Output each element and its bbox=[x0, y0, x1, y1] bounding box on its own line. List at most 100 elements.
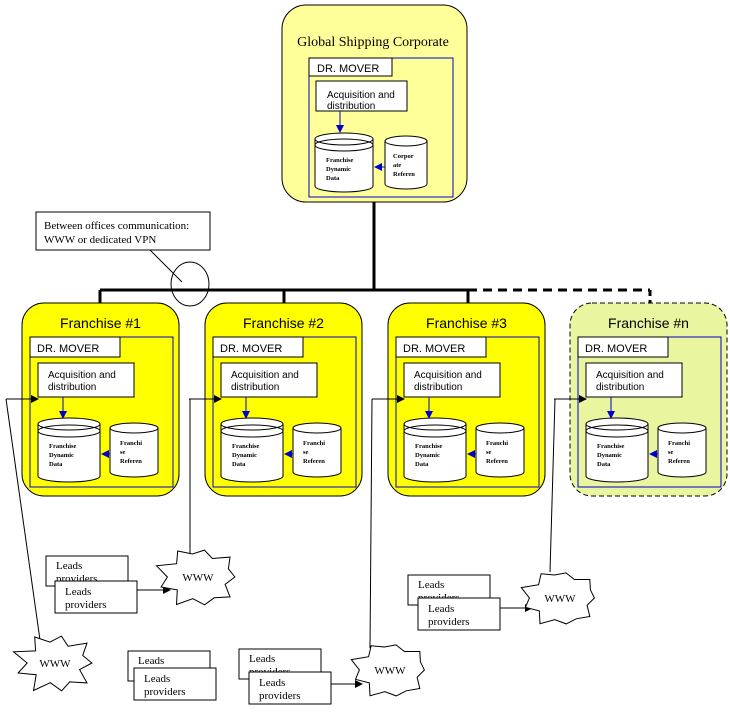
franchise-acq-line2: distribution bbox=[414, 382, 462, 393]
franchise-acq-line2: distribution bbox=[231, 382, 279, 393]
www-label: WWW bbox=[374, 665, 406, 677]
www-label: WWW bbox=[544, 593, 576, 605]
franchise-dynamic-db-icon bbox=[37, 417, 101, 483]
franchise-ref-db-text: Franchi bbox=[668, 440, 690, 447]
franchise-dynamic-db-text: Franchise bbox=[597, 443, 625, 450]
www-burst-3: WWW bbox=[350, 644, 426, 697]
franchise-dr-mover-tab bbox=[212, 336, 304, 358]
franchise-dynamic-db-text: Dynamic bbox=[232, 452, 257, 459]
franchise-ref-db-text: se bbox=[303, 449, 309, 456]
corporate-acq-line1: Acquisition and bbox=[327, 90, 395, 101]
franchise-acq-line2: distribution bbox=[596, 382, 644, 393]
franchise-acq-box bbox=[220, 362, 318, 398]
franchise-node-4: Franchise #n DR. MOVER Acquisition anddist… bbox=[554, 302, 728, 497]
franchise-ref-db-text: Referen bbox=[486, 458, 508, 465]
corporate-dynamic-db-line1: Franchise bbox=[326, 157, 354, 164]
franchise-acq-box bbox=[585, 362, 683, 398]
franchise-dynamic-db-text: Franchise bbox=[232, 443, 260, 450]
www-label: WWW bbox=[39, 658, 71, 670]
franchise-acq-line1: Acquisition and bbox=[596, 370, 664, 381]
franchise-ref-db-text: Referen bbox=[668, 458, 690, 465]
franchise-node-2: Franchise #2 DR. MOVER Acquisition anddist… bbox=[189, 302, 363, 497]
corporate-title: Global Shipping Corporate bbox=[297, 35, 449, 50]
corporate-dynamic-db-icon bbox=[314, 132, 374, 193]
franchise-title: Franchise #n bbox=[608, 315, 689, 331]
franchise-ref-db-text: Referen bbox=[120, 458, 142, 465]
franchise-dynamic-db-text: Franchise bbox=[415, 443, 443, 450]
franchise-dynamic-db-text: Dynamic bbox=[49, 452, 74, 459]
franchise-acq-box bbox=[403, 362, 501, 398]
communication-callout: Between offices communication: WWW or de… bbox=[35, 211, 211, 307]
franchise-title: Franchise #2 bbox=[243, 315, 324, 331]
franchise-acq-line2: distribution bbox=[48, 382, 96, 393]
franchise-dynamic-db-text: Data bbox=[597, 461, 611, 468]
franchise-acq-line1: Acquisition and bbox=[231, 370, 299, 381]
leads-front-label-2: providers bbox=[144, 686, 186, 698]
www-label: WWW bbox=[182, 572, 214, 584]
franchise-title: Franchise #1 bbox=[60, 315, 141, 331]
corporate-acq-line2: distribution bbox=[327, 101, 375, 112]
franchise-dynamic-db-text: Dynamic bbox=[415, 452, 440, 459]
franchise-dr-mover-label: DR. MOVER bbox=[403, 343, 465, 355]
franchise-dr-mover-tab bbox=[29, 336, 121, 358]
corporate-dr-mover-label: DR. MOVER bbox=[317, 63, 379, 75]
franchise-node-1: Franchise #1 DR. MOVER Acquisition anddist… bbox=[6, 302, 180, 497]
corporate-acq-box bbox=[315, 80, 408, 112]
leads-back-label: Leads bbox=[138, 655, 164, 667]
corporate-ref-db-icon bbox=[384, 135, 428, 190]
franchise-dr-mover-label: DR. MOVER bbox=[585, 343, 647, 355]
franchise-dr-mover-label: DR. MOVER bbox=[220, 343, 282, 355]
corporate-dynamic-db-line3: Data bbox=[326, 175, 340, 182]
franchise-ref-db-text: Franchi bbox=[120, 440, 142, 447]
www-burst-1: WWW bbox=[155, 549, 236, 606]
franchise-acq-line1: Acquisition and bbox=[414, 370, 482, 381]
leads-back-label: Leads bbox=[418, 579, 444, 591]
leads-front-label-2: providers bbox=[428, 616, 470, 628]
franchise-dynamic-db-icon bbox=[585, 417, 649, 483]
franchise-title: Franchise #3 bbox=[426, 315, 507, 331]
franchise-ref-db-icon bbox=[475, 422, 525, 478]
leads-front-label: Leads bbox=[428, 603, 454, 615]
franchise-ref-db-text: se bbox=[668, 449, 674, 456]
callout-line1: Between offices communication: bbox=[44, 220, 189, 232]
hierarchy-connectors bbox=[98, 202, 652, 303]
corporate-ref-db-line2: ate bbox=[393, 162, 401, 169]
franchise-ref-db-icon bbox=[292, 422, 342, 478]
www-burst-4: WWW bbox=[520, 572, 596, 625]
franchise-ref-db-icon bbox=[109, 422, 159, 478]
corporate-ref-db-line3: Referen bbox=[393, 171, 415, 178]
leads-back-label: Leads bbox=[56, 560, 82, 572]
leads-back-label: Leads bbox=[249, 653, 275, 665]
callout-line2: WWW or dedicated VPN bbox=[44, 234, 156, 246]
franchise-dynamic-db-text: Data bbox=[49, 461, 63, 468]
leads-front-label-2: providers bbox=[259, 690, 301, 702]
connector-line bbox=[5, 398, 41, 641]
corporate-ref-db-line1: Corpor bbox=[393, 153, 414, 160]
franchise-dynamic-db-text: Dynamic bbox=[597, 452, 622, 459]
franchise-dynamic-db-icon bbox=[403, 417, 467, 483]
franchise-ref-db-icon bbox=[657, 422, 707, 478]
franchise-ref-db-text: Franchi bbox=[486, 440, 508, 447]
connector-line bbox=[549, 398, 556, 573]
franchise-dynamic-db-text: Franchise bbox=[49, 443, 77, 450]
franchise-ref-db-text: Referen bbox=[303, 458, 325, 465]
franchise-ref-db-text: Franchi bbox=[303, 440, 325, 447]
corporate-dynamic-db-line2: Dynamic bbox=[326, 166, 351, 173]
corporate-dr-mover-tab bbox=[308, 57, 393, 77]
franchise-dynamic-db-text: Data bbox=[415, 461, 429, 468]
franchise-dr-mover-tab bbox=[395, 336, 487, 358]
franchise-dr-mover-label: DR. MOVER bbox=[37, 343, 99, 355]
www-burst-2: WWW bbox=[12, 635, 93, 692]
franchise-dynamic-db-icon bbox=[220, 417, 284, 483]
callout-circle bbox=[170, 261, 210, 307]
leads-front-label: Leads bbox=[144, 673, 170, 685]
corporate-node: Global Shipping Corporate DR. MOVER Acqu… bbox=[281, 4, 468, 203]
leads-front-label: Leads bbox=[65, 586, 91, 598]
franchise-dr-mover-tab bbox=[577, 336, 669, 358]
franchise-acq-line1: Acquisition and bbox=[48, 370, 116, 381]
franchise-dynamic-db-text: Data bbox=[232, 461, 246, 468]
